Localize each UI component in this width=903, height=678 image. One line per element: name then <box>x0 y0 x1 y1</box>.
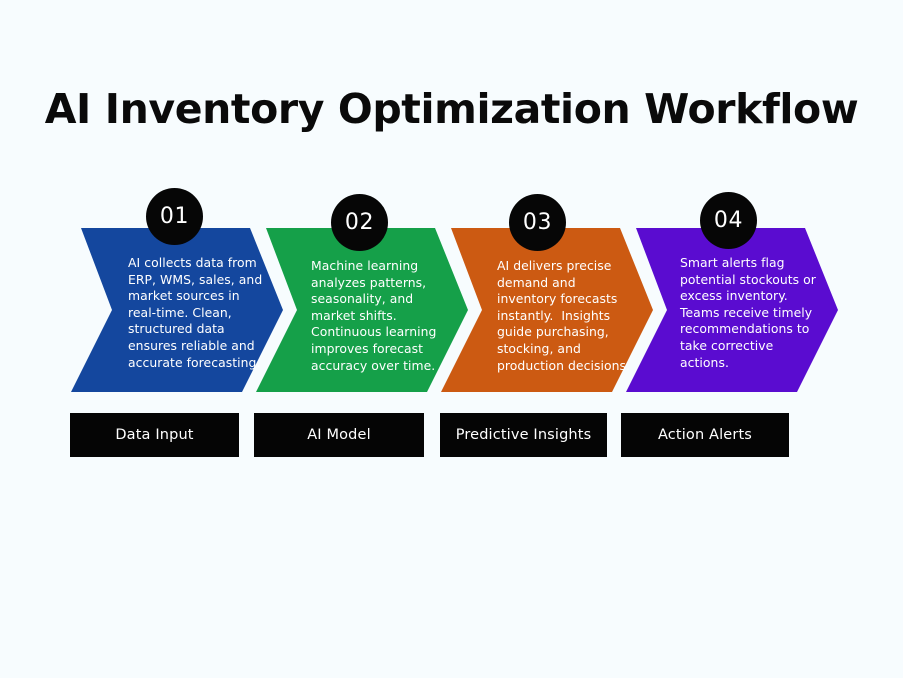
chevron-step-2[interactable] <box>256 228 468 392</box>
step-description-2: Machine learning analyzes patterns, seas… <box>311 258 441 373</box>
step-number-badge-3: 03 <box>509 194 566 251</box>
step-number-label: 02 <box>344 210 375 235</box>
step-number-badge-1: 01 <box>146 188 203 245</box>
stage-label-data-input[interactable]: Data Input <box>70 413 239 457</box>
step-description-4: Smart alerts flag potential stockouts or… <box>680 255 820 370</box>
chevron-step-1[interactable] <box>71 228 283 392</box>
chevron-step-3[interactable] <box>441 228 653 392</box>
stage-label-text: AI Model <box>307 427 371 443</box>
step-number-label: 01 <box>159 204 190 229</box>
step-number-badge-4: 04 <box>700 192 757 249</box>
step-number-badge-2: 02 <box>331 194 388 251</box>
step-number-label: 03 <box>522 210 553 235</box>
step-description-3: AI delivers precise demand and inventory… <box>497 258 630 373</box>
chevron-step-4[interactable] <box>626 228 838 392</box>
stage-label-action-alerts[interactable]: Action Alerts <box>621 413 789 457</box>
step-description-1: AI collects data from ERP, WMS, sales, a… <box>128 255 263 370</box>
stage-label-text: Data Input <box>115 427 194 443</box>
step-number-label: 04 <box>713 208 744 233</box>
page-title: AI Inventory Optimization Workflow <box>44 85 859 134</box>
stage-label-ai-model[interactable]: AI Model <box>254 413 424 457</box>
stage-label-predictive-insights[interactable]: Predictive Insights <box>440 413 607 457</box>
stage-label-text: Action Alerts <box>657 427 753 443</box>
stage-label-text: Predictive Insights <box>455 427 592 443</box>
